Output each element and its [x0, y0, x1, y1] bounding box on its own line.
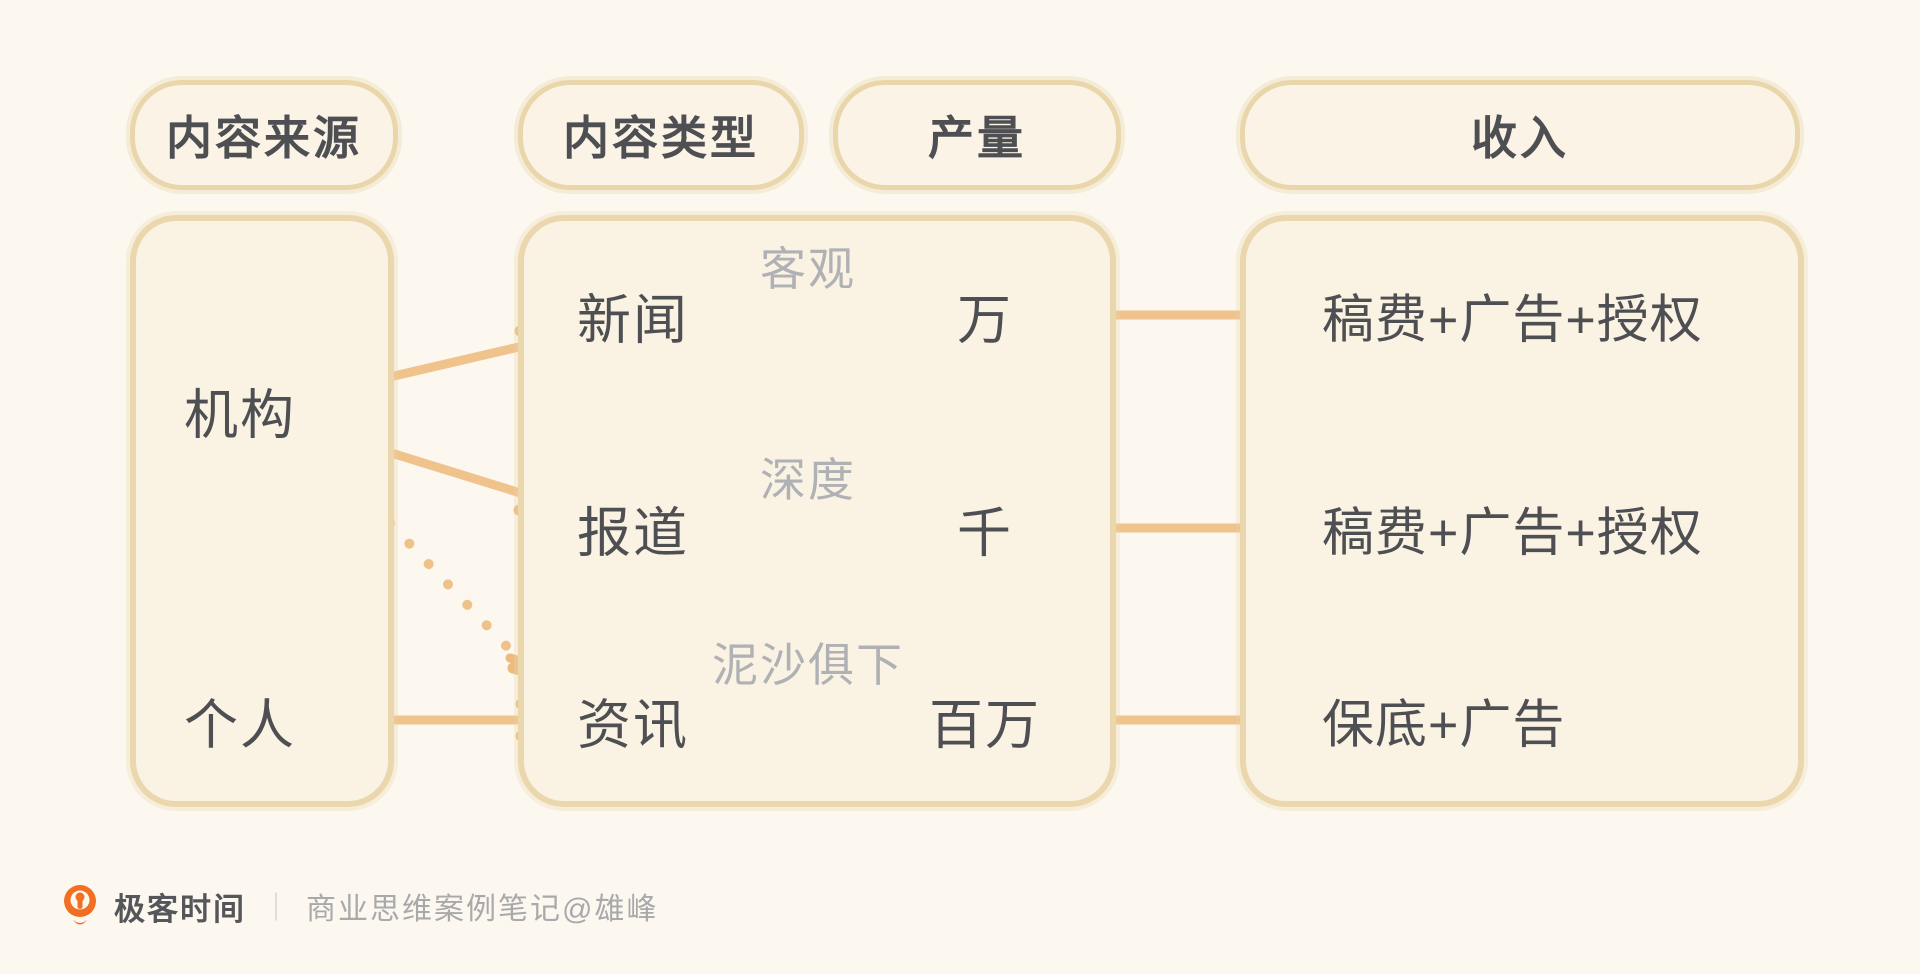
column-header-income: 收入 [1240, 80, 1800, 190]
geektime-logo-icon [64, 885, 96, 925]
footer-brand: 极客时间 [114, 891, 246, 927]
trait-label-mixed: 泥沙俱下 [712, 639, 904, 691]
volume-node-thousand: 千 [957, 503, 1013, 564]
volume-node-million: 百万 [929, 695, 1041, 756]
footer-divider: ｜ [262, 892, 291, 923]
source-node-institution: 机构 [184, 385, 296, 446]
trait-label-depth: 深度 [760, 454, 856, 506]
type-node-news: 新闻 [577, 290, 689, 351]
income-panel [1240, 215, 1804, 807]
column-header-income-label: 收入 [1471, 112, 1569, 164]
footer-caption: 商业思维案例笔记@雄峰 [306, 893, 659, 926]
column-header-volume-label: 产量 [928, 112, 1026, 164]
volume-node-tenthousand: 万 [957, 290, 1013, 351]
income-node-row2: 稿费+广告+授权 [1322, 504, 1703, 563]
column-header-type: 内容类型 [518, 80, 804, 190]
footer: 极客时间 ｜ 商业思维案例笔记@雄峰 [60, 882, 658, 930]
type-node-info: 资讯 [577, 695, 689, 756]
type-node-report: 报道 [577, 503, 689, 564]
trait-label-objective: 客观 [760, 243, 856, 295]
source-panel [130, 215, 394, 807]
source-node-individual: 个人 [184, 695, 296, 756]
income-node-row1: 稿费+广告+授权 [1322, 291, 1703, 350]
column-header-source-label: 内容来源 [166, 112, 362, 164]
type-volume-panel [518, 215, 1116, 807]
column-header-source: 内容来源 [130, 80, 398, 190]
income-node-row3: 保底+广告 [1322, 696, 1566, 755]
column-header-volume: 产量 [833, 80, 1121, 190]
column-header-type-label: 内容类型 [563, 112, 759, 164]
